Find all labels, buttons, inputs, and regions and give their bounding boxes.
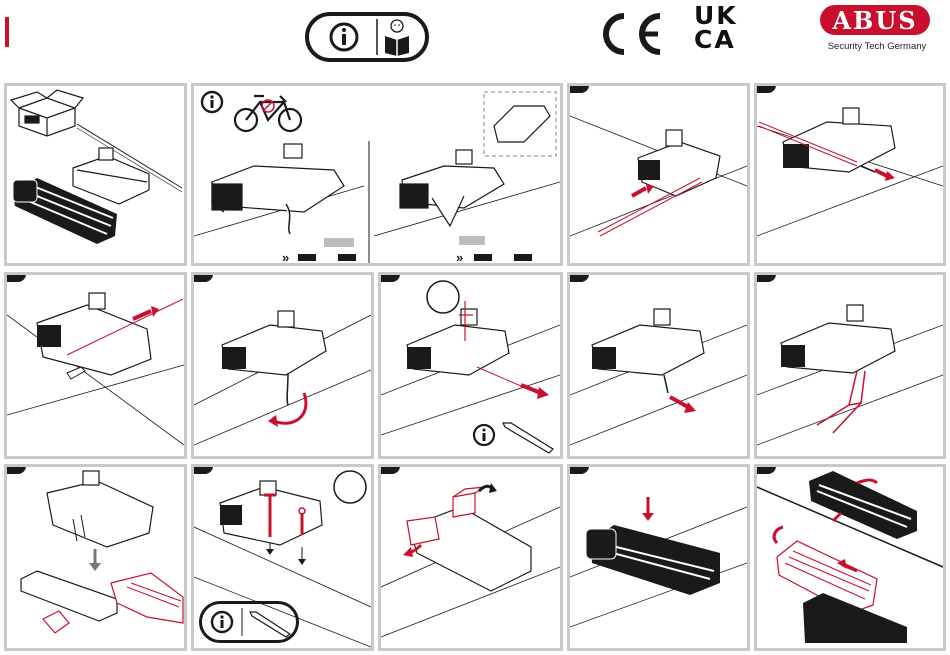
panel-9 — [754, 272, 946, 459]
bracket-front-drawing: » — [194, 144, 364, 263]
ce-mark: CE — [592, 10, 666, 58]
read-manual-icon — [385, 20, 409, 56]
info-icon — [331, 24, 357, 50]
bracket-back-drawing: » — [374, 150, 560, 263]
hex-key-icon — [503, 423, 553, 453]
panel-3 — [567, 83, 750, 266]
info-icon — [212, 612, 232, 632]
panel-10 — [4, 464, 187, 651]
panel-14 — [754, 464, 946, 651]
panel-6 — [191, 272, 374, 459]
panel-12 — [378, 464, 563, 651]
info-manual-pill — [305, 12, 429, 62]
ce-mark-text: CE — [666, 10, 667, 11]
panel-5 — [4, 272, 187, 459]
ukca-bottom: CA — [694, 28, 750, 52]
brand-tagline: Security Tech Germany — [822, 41, 932, 52]
info-icon — [474, 425, 494, 445]
panel-8 — [567, 272, 750, 459]
panel-1 — [4, 83, 187, 266]
detail-circle — [334, 471, 366, 503]
box-icon — [11, 90, 83, 136]
pliers-icon — [817, 371, 865, 433]
abus-logo-text: ABUS — [832, 6, 917, 35]
ukca-mark: UK CA — [694, 4, 750, 60]
svg-text:»: » — [456, 250, 463, 263]
red-accent-bar — [5, 17, 9, 47]
info-key-pill — [199, 601, 299, 643]
panel-4 — [754, 83, 946, 266]
detail-inset — [484, 92, 556, 156]
panel-7 — [378, 272, 563, 459]
detail-circle — [427, 281, 459, 313]
abus-logo: ABUS — [820, 5, 930, 35]
panel-11 — [191, 464, 374, 651]
panel-13 — [567, 464, 750, 651]
bicycle-icon — [235, 96, 301, 131]
bracket-drawing — [73, 148, 149, 204]
info-icon — [202, 92, 222, 112]
panel-2: » » — [191, 83, 563, 266]
svg-text:»: » — [282, 250, 289, 263]
hex-key-icon — [250, 612, 290, 637]
